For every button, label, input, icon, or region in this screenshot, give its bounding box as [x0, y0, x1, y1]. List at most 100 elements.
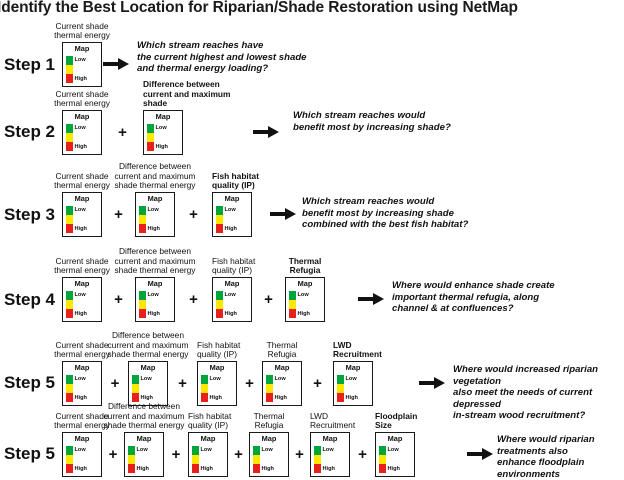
step-label-step-5: Step 5 [4, 373, 56, 392]
legend-label-high: High [200, 466, 213, 472]
plus-symbol: + [189, 290, 198, 308]
legend-swatch-high [66, 309, 73, 319]
legend-label-high: High [224, 226, 237, 232]
plus-symbol: + [114, 205, 123, 223]
legend-label-high: High [74, 466, 87, 472]
legend-label-high: High [147, 311, 160, 317]
legend-swatch-mid [192, 454, 199, 465]
map-caption-fish-habitat-quality: Fish habitat quality (IP) [188, 410, 232, 431]
legend-swatch-mid [201, 383, 208, 394]
legend-label-low: Low [274, 376, 286, 382]
arrow-right-icon [467, 448, 493, 461]
legend-label-high: High [74, 226, 87, 232]
legend-label-low: Low [387, 447, 399, 453]
legend-swatch-low [66, 290, 73, 300]
map-caption-difference-current-max-shade: Difference between current and maximum s… [114, 161, 196, 191]
legend-swatch-high [289, 309, 296, 319]
arrow-right-icon [358, 293, 384, 306]
legend-label-high: High [274, 395, 287, 401]
map-caption-current-shade: Current shade thermal energy [54, 20, 110, 41]
map-caption-thermal-refugia: Thermal Refugia [253, 410, 285, 431]
map-caption-current-shade: Current shade thermal energy [54, 410, 110, 431]
arrow-shaft [253, 130, 270, 135]
legend-color-ramp [139, 290, 146, 319]
legend-swatch-high [139, 309, 146, 319]
legend-color-ramp [201, 374, 208, 403]
legend-swatch-high [132, 393, 139, 403]
map-caption-difference-current-max-shade: Difference between current and maximum s… [103, 401, 185, 431]
map-caption-current-shade: Current shade thermal energy [54, 255, 110, 276]
map-caption-difference-current-max-shade: Difference between current and maximum s… [107, 330, 189, 360]
step-label-step-4: Step 4 [4, 290, 56, 309]
plus-symbol: + [189, 205, 198, 223]
legend-label-low: Low [155, 125, 167, 131]
legend-color-ramp [314, 445, 321, 474]
map-box-title: Map [261, 433, 277, 443]
arrow-head [118, 58, 129, 70]
legend-swatch-low [314, 445, 321, 455]
legend-label-low: Low [136, 447, 148, 453]
legend-label-low: Low [261, 447, 273, 453]
question-text-step-1: Which stream reaches have the current hi… [137, 40, 307, 75]
map-box-title: Map [345, 362, 361, 372]
legend-label-low: Low [345, 376, 357, 382]
plus-symbol: + [108, 445, 118, 463]
map-box-title: Map [209, 362, 225, 372]
legend-swatch-low [216, 205, 223, 215]
question-text-step-6: Where would riparian treatments also enh… [497, 434, 595, 480]
legend-color-ramp [289, 290, 296, 319]
legend-swatch-low [66, 205, 73, 215]
arrow-head [434, 377, 445, 389]
legend-label-low: Low [200, 447, 212, 453]
map-box-title: Map [74, 433, 90, 443]
map-caption-current-shade: Current shade thermal energy [54, 170, 110, 191]
map-box-title: Map [136, 433, 152, 443]
legend-color-ramp [379, 445, 386, 474]
legend-swatch-low [253, 445, 260, 455]
legend-label-high: High [345, 395, 358, 401]
arrow-shaft [419, 381, 436, 386]
map-block-difference-current-max-shade: Difference between current and maximum s… [143, 79, 231, 155]
arrow-shaft [270, 212, 287, 217]
legend-swatch-high [266, 393, 273, 403]
plus-symbol: + [358, 445, 367, 463]
legend-swatch-high [147, 142, 154, 152]
legend-swatch-low [192, 445, 199, 455]
legend-swatch-low [66, 55, 73, 65]
legend-swatch-mid [289, 299, 296, 310]
legend-swatch-high [216, 224, 223, 234]
map-caption-lwd-recruitment: LWD Recruitment [333, 339, 382, 360]
legend-swatch-mid [337, 383, 344, 394]
plus-symbol: + [178, 374, 187, 392]
legend-swatch-high [337, 393, 344, 403]
